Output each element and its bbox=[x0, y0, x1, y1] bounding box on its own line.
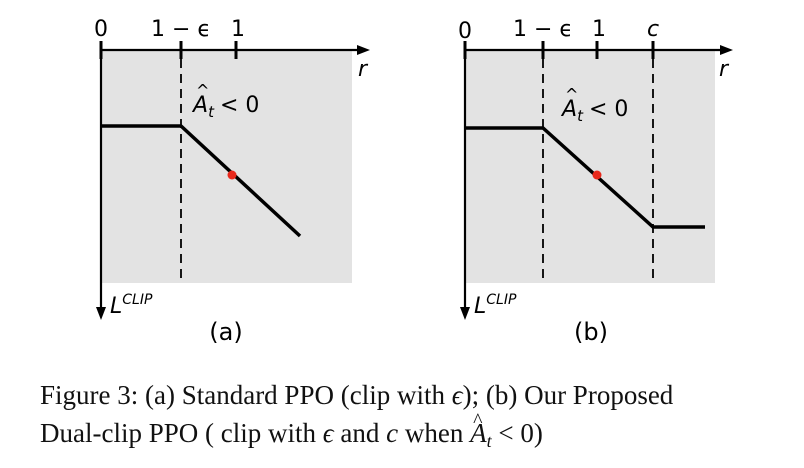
caption-A-hat: ^A bbox=[470, 410, 487, 448]
tick-label-one-minus-eps: 1 − ϵ bbox=[151, 17, 211, 42]
y-axis-label: LCLIP bbox=[474, 292, 517, 319]
tick-label-one: 1 bbox=[592, 17, 606, 42]
condition-label: At< 0 bbox=[191, 93, 259, 121]
objective-curve bbox=[101, 124, 302, 238]
x-axis-arrow-icon bbox=[720, 45, 733, 55]
shaded-region bbox=[465, 50, 715, 283]
condition-hat: ^ bbox=[565, 85, 578, 104]
panel-label: (a) bbox=[209, 318, 242, 346]
tick-label-one-minus-eps: 1 − ϵ bbox=[513, 17, 573, 42]
caption-line-2: Dual-clip PPO ( clip with ϵ and c when ^… bbox=[40, 410, 543, 451]
panel-label: (b) bbox=[574, 318, 608, 346]
x-axis-label: r bbox=[719, 57, 730, 82]
figure-caption: Figure 3: (a) Standard PPO (clip with ϵ)… bbox=[40, 376, 800, 460]
panel-b: 0 1 − ϵ 1 c r ^ At< 0 LCLIP (b) bbox=[458, 17, 733, 346]
x-axis-label: r bbox=[358, 57, 369, 82]
panel-a: 0 1 − ϵ 1 r ^ At< 0 LCLIP (a) bbox=[94, 17, 370, 346]
figure: 0 1 − ϵ 1 r ^ At< 0 LCLIP (a) 0 1 − ϵ 1 … bbox=[94, 17, 733, 346]
condition-label: At< 0 bbox=[560, 97, 628, 125]
condition-hat: ^ bbox=[196, 81, 209, 100]
tick-label-zero: 0 bbox=[94, 17, 108, 42]
tick-label-zero: 0 bbox=[458, 19, 472, 44]
current-point bbox=[592, 170, 602, 180]
caption-line-1: Figure 3: (a) Standard PPO (clip with ϵ)… bbox=[40, 380, 674, 410]
tick-label-c: c bbox=[647, 17, 659, 42]
y-axis-arrow-icon bbox=[460, 307, 470, 320]
current-point bbox=[227, 170, 237, 180]
tick-label-one: 1 bbox=[231, 17, 245, 42]
y-axis-arrow-icon bbox=[96, 307, 106, 320]
x-axis-arrow-icon bbox=[357, 45, 370, 55]
y-axis-label: LCLIP bbox=[110, 292, 153, 319]
